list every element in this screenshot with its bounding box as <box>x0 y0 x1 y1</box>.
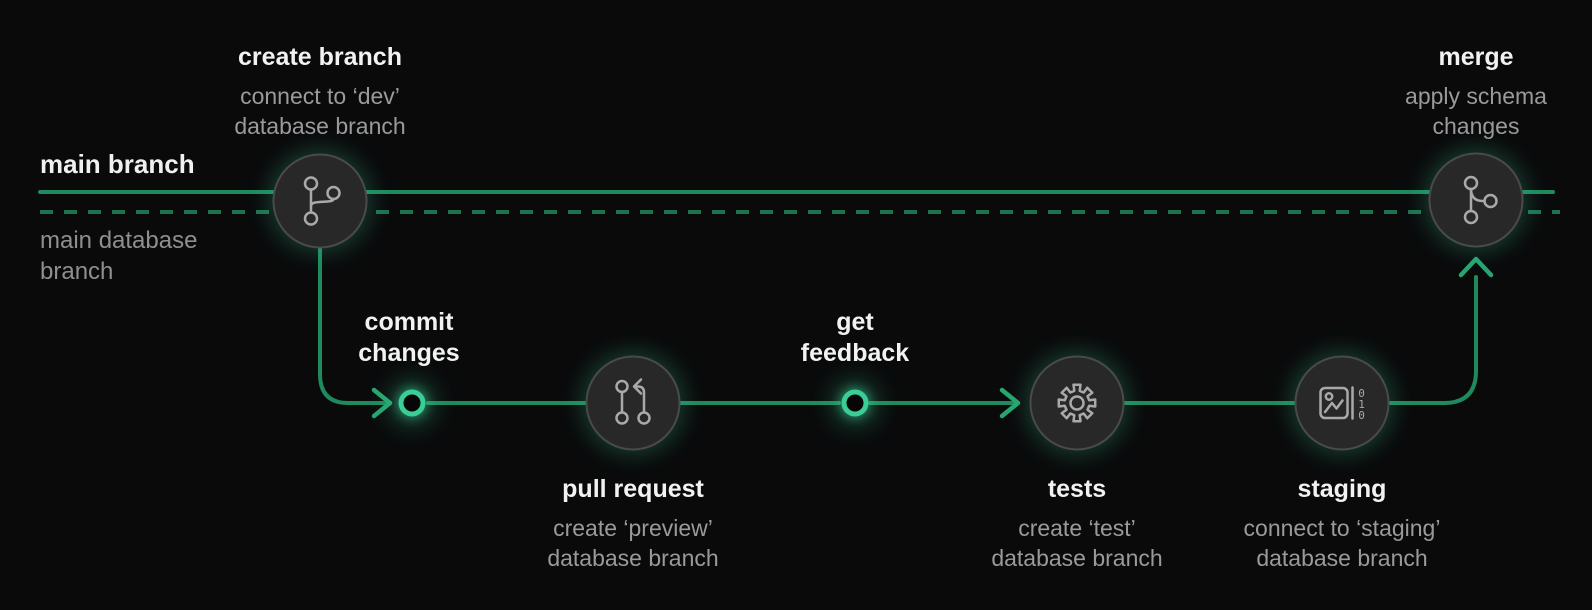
pull-request-subtitle-line1: create ‘preview’ <box>553 515 713 541</box>
merge-title: merge <box>1438 43 1513 71</box>
main-branch-label: main branch <box>40 149 195 179</box>
merge-subtitle-line2: changes <box>1433 113 1520 139</box>
staging-data-icon: 0 1 0 <box>1319 386 1365 422</box>
main-database-branch-label-line2: branch <box>40 258 113 285</box>
tests-subtitle-line1: create ‘test’ <box>1018 515 1136 541</box>
create-branch-title: create branch <box>238 43 402 71</box>
tests-node <box>1029 355 1125 451</box>
merge-node <box>1428 152 1524 248</box>
git-branch-icon <box>303 176 341 226</box>
staging-subtitle-line2: database branch <box>1256 545 1427 571</box>
pull-request-node <box>585 355 681 451</box>
staging-subtitle-line1: connect to ‘staging’ <box>1244 515 1441 541</box>
get-feedback-marker <box>841 389 869 417</box>
git-pull-request-icon <box>615 378 651 425</box>
create-branch-subtitle-line1: connect to ‘dev’ <box>240 83 400 109</box>
staging-digit-1: 1 <box>1358 398 1365 411</box>
create-branch-node <box>272 153 368 249</box>
commit-changes-title-line2: changes <box>358 339 459 367</box>
pull-request-title: pull request <box>562 475 704 503</box>
gear-icon <box>1057 383 1097 423</box>
get-feedback-title-line2: feedback <box>801 339 909 367</box>
create-branch-subtitle-line2: database branch <box>234 113 405 139</box>
tests-node-circle <box>1029 355 1125 451</box>
main-database-branch-label-line1: main database <box>40 227 197 254</box>
merge-subtitle-line1: apply schema <box>1405 83 1547 109</box>
get-feedback-title-line1: get <box>836 308 874 336</box>
git-merge-icon <box>1463 175 1498 225</box>
staging-title: staging <box>1298 475 1387 503</box>
pull-request-node-circle <box>585 355 681 451</box>
staging-node: 0 1 0 <box>1294 355 1390 451</box>
staging-to-merge-path <box>1340 275 1478 405</box>
tests-arrow-icon <box>999 387 1021 419</box>
staging-digit-0: 0 <box>1358 387 1365 400</box>
pull-request-subtitle-line2: database branch <box>547 545 718 571</box>
merge-arrow-icon <box>1458 256 1494 278</box>
commit-changes-title-line1: commit <box>365 308 455 336</box>
tests-subtitle-line2: database branch <box>991 545 1162 571</box>
staging-digit-2: 0 <box>1358 409 1365 422</box>
branch-down-path <box>318 238 389 405</box>
tests-title: tests <box>1048 475 1106 503</box>
commit-changes-marker <box>398 389 426 417</box>
